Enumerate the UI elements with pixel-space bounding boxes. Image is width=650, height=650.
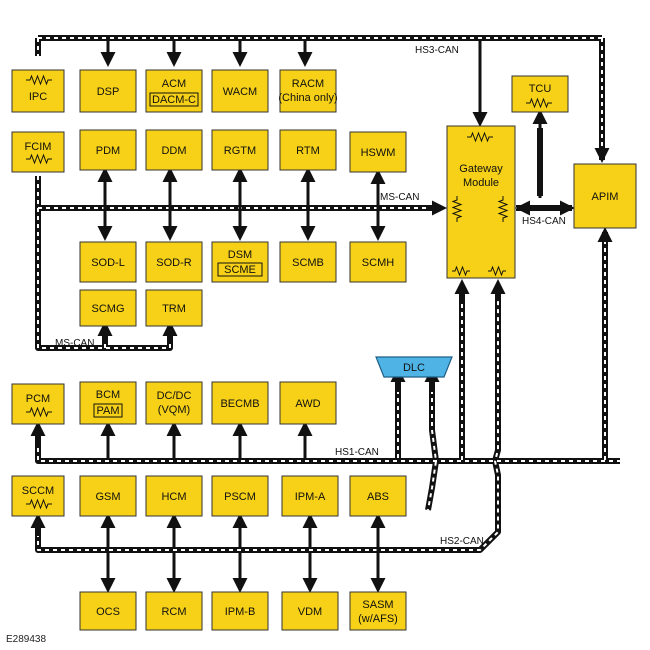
- svg-text:SCMG: SCMG: [92, 303, 125, 315]
- svg-text:FCIM: FCIM: [25, 141, 52, 153]
- module-ocs: OCS: [79, 591, 137, 631]
- svg-text:APIM: APIM: [592, 191, 619, 203]
- svg-text:SCMH: SCMH: [362, 257, 394, 269]
- svg-text:AWD: AWD: [295, 398, 320, 410]
- svg-text:HCM: HCM: [161, 491, 186, 503]
- module-connectors: [30, 41, 613, 593]
- svg-text:DACM-C: DACM-C: [152, 94, 196, 106]
- svg-text:RGTM: RGTM: [224, 145, 256, 157]
- module-hcm: HCM: [145, 475, 203, 517]
- module-vdm: VDM: [281, 591, 339, 631]
- module-wacm: WACM: [211, 69, 269, 113]
- module-rgtm: RGTM: [211, 129, 269, 171]
- svg-text:IPM-B: IPM-B: [225, 606, 256, 618]
- svg-text:DDM: DDM: [161, 145, 186, 157]
- module-sod-r: SOD-R: [145, 241, 203, 283]
- module-dsm: DSM SCME: [211, 241, 269, 283]
- module-hswm: HSWM: [349, 131, 407, 173]
- module-abs: ABS: [349, 475, 407, 517]
- svg-text:BCM: BCM: [96, 389, 120, 401]
- module-scmg: SCMG: [79, 289, 137, 327]
- module-ipm-b: IPM-B: [211, 591, 269, 631]
- module-apim: APIM: [573, 163, 637, 229]
- module-pscm: PSCM: [211, 475, 269, 517]
- bus-label-hs1-can: HS1-CAN: [335, 447, 379, 458]
- svg-text:DLC: DLC: [403, 362, 425, 374]
- figure-id: E289438: [6, 634, 46, 645]
- bus-label-ms-can: MS-CAN: [380, 192, 419, 203]
- svg-text:TCU: TCU: [529, 83, 552, 95]
- svg-text:Module: Module: [463, 177, 499, 189]
- module-fcim: FCIM: [11, 131, 65, 173]
- module-pcm: PCM: [11, 383, 65, 425]
- svg-text:IPM-A: IPM-A: [295, 491, 326, 503]
- module-rtm: RTM: [279, 129, 337, 171]
- svg-text:SCMB: SCMB: [292, 257, 324, 269]
- module-pdm: PDM: [79, 129, 137, 171]
- module-gateway: Gateway Module: [446, 125, 516, 279]
- module-bcm: BCM PAM: [79, 381, 137, 425]
- svg-text:PSCM: PSCM: [224, 491, 256, 503]
- svg-text:RTM: RTM: [296, 145, 320, 157]
- svg-text:PDM: PDM: [96, 145, 120, 157]
- svg-text:DC/DC: DC/DC: [157, 390, 192, 402]
- svg-text:VDM: VDM: [298, 606, 322, 618]
- svg-text:GSM: GSM: [95, 491, 120, 503]
- svg-text:ACM: ACM: [162, 78, 186, 90]
- bus-label-ms-can-lower: MS-CAN: [55, 338, 94, 349]
- svg-text:HSWM: HSWM: [361, 147, 396, 159]
- module-awd: AWD: [279, 381, 337, 425]
- svg-text:SCCM: SCCM: [22, 485, 54, 497]
- module-gsm: GSM: [79, 475, 137, 517]
- svg-text:RCM: RCM: [161, 606, 186, 618]
- module-scmh: SCMH: [349, 241, 407, 283]
- svg-text:WACM: WACM: [223, 86, 257, 98]
- svg-text:ABS: ABS: [367, 491, 389, 503]
- module-racm: RACM (China only): [278, 69, 338, 113]
- module-dcdc: DC/DC (VQM): [145, 381, 203, 425]
- svg-text:DSM: DSM: [228, 249, 252, 261]
- svg-text:Gateway: Gateway: [459, 163, 503, 175]
- module-dsp: DSP: [79, 69, 137, 113]
- bus-label-hs3-can: HS3-CAN: [415, 45, 459, 56]
- svg-text:OCS: OCS: [96, 606, 120, 618]
- svg-text:TRM: TRM: [162, 303, 186, 315]
- module-ddm: DDM: [145, 129, 203, 171]
- module-ipm-a: IPM-A: [281, 475, 339, 517]
- bus-label-hs2-can: HS2-CAN: [440, 536, 484, 547]
- module-sccm: SCCM: [11, 475, 65, 517]
- svg-text:PAM: PAM: [96, 405, 119, 417]
- module-ipc: IPC: [11, 69, 65, 113]
- module-trm: TRM: [145, 289, 203, 327]
- module-tcu: TCU: [511, 75, 569, 113]
- svg-text:(China only): (China only): [278, 92, 337, 104]
- svg-text:IPC: IPC: [29, 91, 47, 103]
- svg-text:BECMB: BECMB: [220, 398, 259, 410]
- svg-text:DSP: DSP: [97, 86, 120, 98]
- svg-text:SOD-R: SOD-R: [156, 257, 192, 269]
- bus-label-hs4-can: HS4-CAN: [522, 216, 566, 227]
- svg-text:SCME: SCME: [224, 264, 256, 276]
- svg-text:(VQM): (VQM): [158, 404, 190, 416]
- module-sasm: SASM (w/AFS): [349, 591, 407, 631]
- module-acm: ACM DACM-C: [145, 69, 203, 113]
- module-rcm: RCM: [145, 591, 203, 631]
- module-scmb: SCMB: [279, 241, 337, 283]
- svg-text:RACM: RACM: [292, 78, 324, 90]
- module-sod-l: SOD-L: [79, 241, 137, 283]
- module-becmb: BECMB: [211, 381, 269, 425]
- dlc-connector: DLC: [375, 356, 453, 378]
- svg-text:(w/AFS): (w/AFS): [358, 613, 398, 625]
- svg-text:SASM: SASM: [362, 599, 393, 611]
- svg-text:PCM: PCM: [26, 393, 50, 405]
- svg-text:SOD-L: SOD-L: [91, 257, 125, 269]
